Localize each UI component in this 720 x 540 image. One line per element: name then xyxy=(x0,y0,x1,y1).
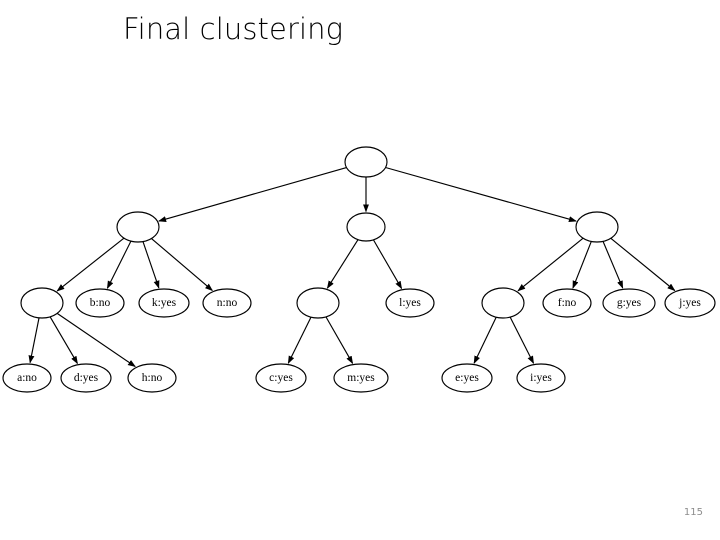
node-shape xyxy=(255,363,307,393)
node-label: d:yes xyxy=(74,372,99,384)
tree-node-cluster-root[interactable] xyxy=(344,146,388,178)
tree-node-d-yes[interactable]: d:yes xyxy=(60,363,112,393)
tree-edge xyxy=(473,316,497,364)
tree-edge xyxy=(326,239,359,289)
node-label: c:yes xyxy=(269,372,293,384)
node-shape xyxy=(481,287,525,319)
node-label: n:no xyxy=(217,297,238,309)
node-shape xyxy=(542,288,592,318)
node-shape xyxy=(20,287,64,319)
node-label: h:no xyxy=(142,372,163,384)
tree-edge xyxy=(151,238,214,292)
tree-node-b-no[interactable]: b:no xyxy=(75,288,125,318)
tree-node-m-yes[interactable]: m:yes xyxy=(333,363,389,393)
node-label: e:yes xyxy=(455,372,479,384)
node-shape xyxy=(127,363,177,393)
node-shape xyxy=(516,363,566,393)
tree-edge xyxy=(158,167,347,222)
page-number: 115 xyxy=(683,507,703,518)
node-shape xyxy=(75,288,125,318)
node-label: b:no xyxy=(90,297,111,309)
tree-node-k-yes[interactable]: k:yes xyxy=(138,288,190,318)
node-shape xyxy=(441,363,493,393)
tree-edge xyxy=(56,312,136,368)
tree-node-l-yes[interactable]: l:yes xyxy=(385,288,435,318)
node-shape xyxy=(60,363,112,393)
tree-edge xyxy=(509,316,535,365)
tree-node-a-no[interactable]: a:no xyxy=(2,363,52,393)
tree-edge xyxy=(385,166,577,223)
tree-edge xyxy=(56,237,125,292)
tree-edges xyxy=(28,166,676,368)
node-shape xyxy=(333,363,389,393)
node-shape xyxy=(296,287,340,319)
tree-edge xyxy=(572,241,592,289)
tree-node-i-yes[interactable]: i:yes xyxy=(516,363,566,393)
tree-node-cluster-R2[interactable] xyxy=(481,287,525,319)
node-label: k:yes xyxy=(152,297,177,309)
node-shape xyxy=(2,363,52,393)
tree-node-g-yes[interactable]: g:yes xyxy=(602,288,656,318)
node-label: m:yes xyxy=(347,372,375,384)
tree-node-n-no[interactable]: n:no xyxy=(202,288,252,318)
node-label: l:yes xyxy=(399,297,421,309)
node-label: a:no xyxy=(17,372,37,384)
tree-node-cluster-L1[interactable] xyxy=(116,211,160,243)
tree-edge xyxy=(287,316,312,364)
tree-node-j-yes[interactable]: j:yes xyxy=(664,288,716,318)
tree-edge xyxy=(325,316,354,365)
tree-edge xyxy=(372,239,403,290)
node-shape xyxy=(385,288,435,318)
tree-edge xyxy=(602,241,624,289)
cluster-tree-diagram: b:no k:yes n:no l:yes f:no g:yes j:yes a:no d:ye… xyxy=(0,135,720,415)
node-shape xyxy=(575,211,619,243)
node-label: g:yes xyxy=(617,297,642,309)
node-label: i:yes xyxy=(530,372,552,384)
tree-node-cluster-M2[interactable] xyxy=(296,287,340,319)
node-shape xyxy=(202,288,252,318)
tree-edge xyxy=(106,240,132,290)
tree-edge xyxy=(142,241,160,289)
tree-node-cluster-M1[interactable] xyxy=(346,212,386,242)
tree-node-e-yes[interactable]: e:yes xyxy=(441,363,493,393)
node-shape xyxy=(116,211,160,243)
node-label: f:no xyxy=(558,297,577,309)
node-label: j:yes xyxy=(678,297,701,309)
tree-edge xyxy=(49,316,78,365)
tree-svg: b:no k:yes n:no l:yes f:no g:yes j:yes a:no d:ye… xyxy=(2,146,716,393)
tree-edge xyxy=(28,317,40,364)
node-shape xyxy=(602,288,656,318)
tree-edge xyxy=(610,237,676,292)
tree-node-f-no[interactable]: f:no xyxy=(542,288,592,318)
node-shape xyxy=(344,146,388,178)
tree-node-c-yes[interactable]: c:yes xyxy=(255,363,307,393)
tree-edge xyxy=(517,237,584,292)
node-shape xyxy=(138,288,190,318)
tree-node-cluster-R1[interactable] xyxy=(575,211,619,243)
tree-node-cluster-L2[interactable] xyxy=(20,287,64,319)
tree-node-h-no[interactable]: h:no xyxy=(127,363,177,393)
node-shape xyxy=(664,288,716,318)
tree-nodes: b:no k:yes n:no l:yes f:no g:yes j:yes a:no d:ye… xyxy=(2,146,716,393)
page-title: Final clustering xyxy=(123,12,344,46)
node-shape xyxy=(346,212,386,242)
